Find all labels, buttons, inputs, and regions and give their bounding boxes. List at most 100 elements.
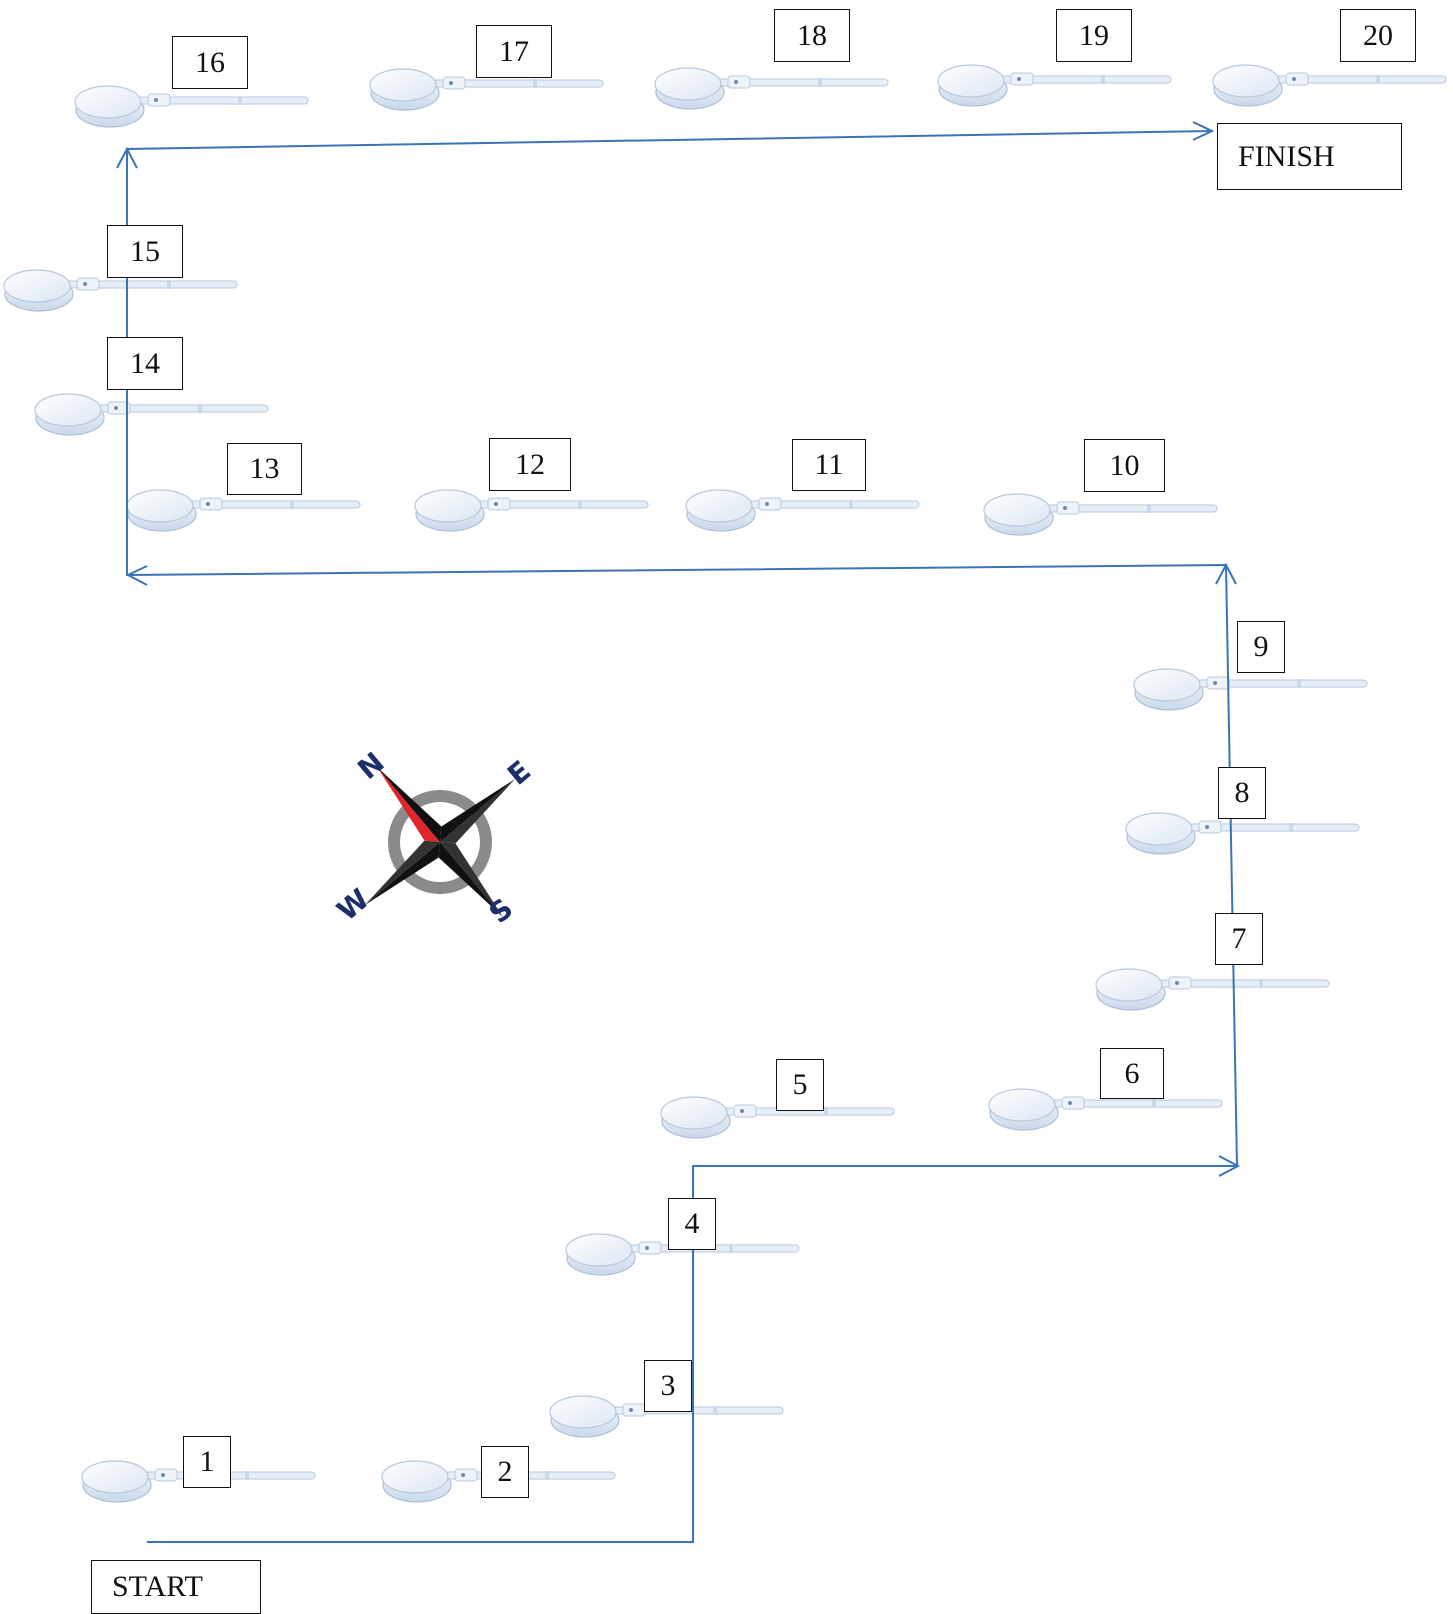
device-screw — [449, 81, 453, 85]
marker-device — [1134, 669, 1367, 710]
device-collar — [488, 498, 510, 510]
device-handle-joint — [1289, 823, 1293, 832]
device-screw — [629, 1408, 633, 1412]
device-handle-joint — [713, 1406, 717, 1415]
device-collar — [759, 498, 781, 510]
device-collar — [1169, 977, 1191, 989]
device-collar — [148, 94, 170, 106]
device-handle-joint — [818, 78, 822, 87]
needle-west — [365, 842, 447, 913]
device-handle-joint — [729, 1244, 733, 1253]
marker-device — [75, 86, 308, 127]
device-head-top — [661, 1097, 727, 1129]
device-head-top — [35, 394, 101, 426]
device-head-top — [550, 1396, 616, 1428]
device-collar — [728, 76, 750, 88]
device-handle-joint — [290, 500, 294, 509]
marker-device — [984, 494, 1217, 535]
compass-rose: N E S W — [302, 704, 578, 980]
marker-device — [1096, 969, 1329, 1010]
device-head-top — [1096, 969, 1162, 1001]
device-head-top — [1134, 669, 1200, 701]
station-label-20: 20 — [1340, 9, 1416, 62]
station-label-12: 12 — [489, 438, 571, 491]
device-head-top — [382, 1461, 448, 1493]
start-label: START — [91, 1560, 261, 1614]
device-head-top — [984, 494, 1050, 526]
device-collar — [1207, 677, 1229, 689]
device-head-top — [566, 1234, 632, 1266]
device-collar — [1011, 73, 1033, 85]
device-head-top — [4, 270, 70, 302]
station-label-14: 14 — [107, 337, 183, 390]
device-head-top — [989, 1089, 1055, 1121]
device-handle-joint — [545, 1471, 549, 1480]
marker-device — [655, 68, 888, 109]
device-handle-joint — [245, 1471, 249, 1480]
device-screw — [1017, 77, 1021, 81]
device-head-top — [1213, 65, 1279, 97]
device-head-top — [370, 69, 436, 101]
course-path — [117, 122, 1238, 1542]
device-screw — [1292, 77, 1296, 81]
station-label-19: 19 — [1056, 9, 1132, 62]
device-collar — [155, 1469, 177, 1481]
compass-star — [302, 704, 578, 980]
station-label-1: 1 — [183, 1436, 231, 1488]
station-label-3: 3 — [644, 1360, 692, 1412]
device-screw — [1063, 506, 1067, 510]
device-screw — [1068, 1101, 1072, 1105]
device-screw — [494, 502, 498, 506]
device-collar — [1057, 502, 1079, 514]
device-handle-joint — [167, 280, 171, 289]
device-handle-joint — [1147, 504, 1151, 513]
device-head-top — [127, 490, 193, 522]
device-screw — [734, 80, 738, 84]
station-label-17: 17 — [476, 25, 552, 78]
device-collar — [443, 77, 465, 89]
station-label-11: 11 — [792, 439, 866, 491]
marker-device — [1213, 65, 1446, 106]
device-handle-joint — [578, 500, 582, 509]
station-label-7: 7 — [1215, 913, 1263, 965]
device-handle-joint — [1152, 1099, 1156, 1108]
device-screw — [114, 406, 118, 410]
device-collar — [639, 1242, 661, 1254]
device-collar — [734, 1105, 756, 1117]
device-handle-joint — [824, 1107, 828, 1116]
device-head-top — [1126, 813, 1192, 845]
station-label-2: 2 — [481, 1446, 529, 1498]
marker-device — [938, 65, 1171, 106]
marker-device — [686, 490, 919, 531]
device-screw — [154, 98, 158, 102]
marker-device — [1126, 813, 1359, 854]
marker-device — [415, 490, 648, 531]
device-screw — [765, 502, 769, 506]
device-head-top — [82, 1461, 148, 1493]
device-screw — [1213, 681, 1217, 685]
device-screw — [740, 1109, 744, 1113]
device-handle-joint — [1297, 679, 1301, 688]
device-collar — [200, 498, 222, 510]
device-head-top — [686, 490, 752, 522]
device-screw — [645, 1246, 649, 1250]
device-screw — [1205, 825, 1209, 829]
device-collar — [1062, 1097, 1084, 1109]
marker-device — [35, 394, 268, 435]
device-handle-joint — [198, 404, 202, 413]
station-label-16: 16 — [172, 36, 248, 89]
device-head-top — [75, 86, 141, 118]
device-collar — [1199, 821, 1221, 833]
device-head-top — [938, 65, 1004, 97]
device-collar — [455, 1469, 477, 1481]
device-handle-joint — [533, 79, 537, 88]
device-screw — [83, 282, 87, 286]
device-handle-joint — [849, 500, 853, 509]
marker-device — [127, 490, 360, 531]
device-head-top — [655, 68, 721, 100]
device-head-top — [415, 490, 481, 522]
device-screw — [206, 502, 210, 506]
device-collar — [623, 1404, 645, 1416]
station-label-8: 8 — [1218, 767, 1266, 819]
